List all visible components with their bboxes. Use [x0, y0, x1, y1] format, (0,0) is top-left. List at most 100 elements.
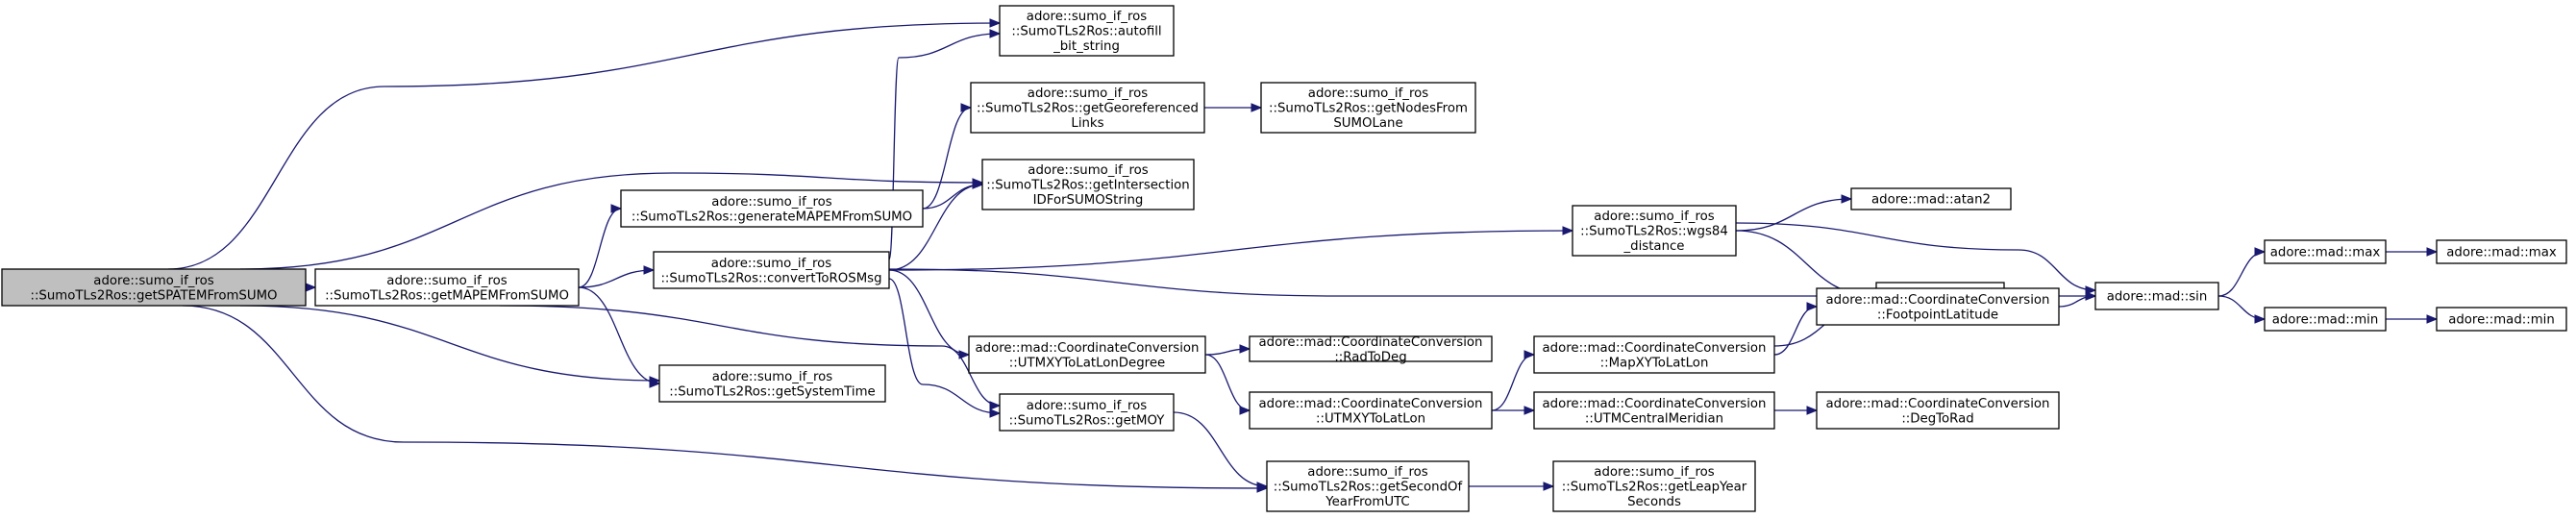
node-autofill-bit-string[interactable]: adore::sumo_if_ros::SumoTLs2Ros::autofil… — [999, 5, 1175, 57]
node-footpointlatitude[interactable]: adore::mad::CoordinateConversion::Footpo… — [1816, 287, 2060, 326]
node-getmoy[interactable]: adore::sumo_if_ros::SumoTLs2Ros::getMOY — [999, 393, 1175, 432]
node-label-line: adore::mad::CoordinateConversion — [1826, 293, 2050, 308]
node-getnodesfromsumolane[interactable]: adore::sumo_if_ros::SumoTLs2Ros::getNode… — [1260, 82, 1476, 134]
edge-arrowhead — [960, 103, 973, 112]
edge-line — [1173, 411, 1268, 487]
edge-wgs84-distance-to-atan2 — [1735, 194, 1853, 232]
node-box — [1816, 287, 2060, 326]
edge-arrowhead — [1543, 482, 1555, 491]
node-label-line: ::SumoTLs2Ros::getMOY — [1009, 413, 1166, 428]
node-box — [1260, 82, 1476, 134]
edge-getmapemfromsumo-to-getmoy — [499, 305, 1002, 410]
edge-line — [888, 268, 1876, 297]
edge-utmcentralmeridian-to-degtorad — [1774, 406, 1819, 415]
edge-sin-to-max1 — [2217, 247, 2266, 297]
node-label-line: ::DegToRad — [1901, 411, 1973, 426]
node-getsecondofyearfromutc[interactable]: adore::sumo_if_ros::SumoTLs2Ros::getSeco… — [1266, 460, 1470, 512]
node-min1[interactable]: adore::mad::min — [2264, 307, 2387, 332]
node-label-line: ::SumoTLs2Ros::autofill — [1011, 25, 1161, 39]
node-box — [999, 5, 1175, 57]
edge-getmapemfromsumo-to-converttorosmsg — [578, 265, 656, 288]
node-label-line: ::RadToDeg — [1334, 350, 1406, 364]
edge-arrowhead — [1806, 302, 1819, 311]
node-box — [314, 268, 580, 307]
node-max1[interactable]: adore::mad::max — [2264, 239, 2387, 264]
node-label-line: ::SumoTLs2Ros::getLeapYear — [1562, 481, 1747, 495]
node-label-line: YearFromUTC — [1325, 495, 1409, 509]
edge-utmxytolatlon-to-utmcentralmeridian — [1492, 406, 1536, 415]
edge-arrowhead — [2254, 314, 2266, 324]
edge-arrowhead — [305, 283, 317, 292]
node-label-line: adore::mad::CoordinateConversion — [976, 341, 1200, 356]
node-radtodeg[interactable]: adore::mad::CoordinateConversion::RadToD… — [1249, 335, 1493, 365]
edge-arrowhead — [989, 401, 1002, 410]
node-wgs84-distance[interactable]: adore::sumo_if_ros::SumoTLs2Ros::wgs84_d… — [1572, 205, 1737, 257]
edge-utmxytolatlondegree-to-radtodeg — [1204, 344, 1251, 356]
node-box — [1850, 187, 2012, 210]
edge-line — [922, 107, 972, 210]
node-converttorosmsg[interactable]: adore::sumo_if_ros::SumoTLs2Ros::convert… — [653, 251, 890, 289]
node-mapxytolatlon[interactable]: adore::mad::CoordinateConversion::MapXYT… — [1533, 335, 1775, 374]
node-box — [1249, 335, 1493, 362]
edge-arrowhead — [2426, 314, 2439, 324]
node-utmxytolatlondegree[interactable]: adore::mad::CoordinateConversion::UTMXYT… — [968, 335, 1206, 374]
edge-arrowhead — [989, 408, 1002, 418]
node-label-line: adore::mad::CoordinateConversion — [1826, 397, 2050, 411]
node-box — [968, 335, 1206, 374]
node-label-line: Links — [1071, 116, 1103, 131]
edge-converttorosmsg-to-utmxytolatlondegree — [888, 269, 971, 359]
node-label-line: ::SumoTLs2Ros::getNodesFrom — [1269, 102, 1468, 116]
node-getmapemfromsumo[interactable]: adore::sumo_if_ros::SumoTLs2Ros::getMAPE… — [314, 268, 580, 307]
edge-line — [2217, 295, 2266, 320]
node-box — [981, 159, 1195, 210]
node-label-line: ::SumoTLs2Ros::generateMAPEMFromSUMO — [632, 210, 912, 224]
edge-arrowhead — [2254, 247, 2266, 257]
edge-line — [1491, 354, 1535, 411]
node-box — [1266, 460, 1470, 512]
node-getleapyearseconds[interactable]: adore::sumo_if_ros::SumoTLs2Ros::getLeap… — [1552, 460, 1756, 512]
node-max2[interactable]: adore::mad::max — [2436, 239, 2567, 264]
node-box — [2436, 307, 2567, 332]
edge-line — [888, 184, 983, 271]
node-getspatemfromsumo[interactable]: adore::sumo_if_ros::SumoTLs2Ros::getSPAT… — [1, 268, 307, 307]
node-label-line: ::FootpointLatitude — [1877, 308, 1998, 322]
node-utmxytolatlon[interactable]: adore::mad::CoordinateConversion::UTMXYT… — [1249, 391, 1493, 430]
node-utmcentralmeridian[interactable]: adore::mad::CoordinateConversion::UTMCen… — [1533, 391, 1775, 430]
node-label-line: adore::mad::min — [2448, 313, 2555, 328]
edge-getmapemfromsumo-to-generatemapemfromsumo — [578, 204, 623, 288]
node-box — [1, 268, 307, 307]
node-getintersectionidforsumostring[interactable]: adore::sumo_if_ros::SumoTLs2Ros::getInte… — [981, 159, 1195, 210]
edge-arrowhead — [958, 350, 971, 359]
edge-footpointlatitude-to-sin — [2058, 291, 2097, 308]
node-box — [658, 364, 886, 403]
edge-line — [239, 172, 983, 270]
node-generatemapemfromsumo[interactable]: adore::sumo_if_ros::SumoTLs2Ros::generat… — [620, 189, 924, 228]
edge-line — [888, 230, 1573, 271]
node-degtorad[interactable]: adore::mad::CoordinateConversion::DegToR… — [1816, 391, 2060, 430]
node-label-line: adore::sumo_if_ros — [1028, 86, 1148, 101]
edge-arrowhead — [1239, 344, 1251, 354]
node-box — [653, 251, 890, 289]
edge-max1-to-max2 — [2386, 247, 2439, 257]
edge-line — [888, 278, 1001, 414]
edge-arrowhead — [1251, 103, 1263, 112]
node-label-line: adore::sumo_if_ros — [712, 370, 832, 384]
node-label-line: adore::mad::CoordinateConversion — [1543, 397, 1767, 411]
node-label-line: adore::sumo_if_ros — [1027, 10, 1147, 24]
node-box — [1249, 391, 1493, 430]
edge-converttorosmsg-to-cos — [888, 268, 1878, 301]
node-atan2[interactable]: adore::mad::atan2 — [1850, 187, 2012, 210]
node-min2[interactable]: adore::mad::min — [2436, 307, 2567, 332]
node-box — [2436, 239, 2567, 264]
node-box — [1552, 460, 1756, 512]
edge-arrowhead — [989, 18, 1002, 28]
node-box — [1533, 391, 1775, 430]
node-label-line: ::SumoTLs2Ros::wgs84 — [1580, 225, 1728, 239]
node-sin[interactable]: adore::mad::sin — [2094, 282, 2219, 310]
node-box — [1572, 205, 1737, 257]
node-box — [620, 189, 924, 228]
node-getgeoreferencedlinks[interactable]: adore::sumo_if_ros::SumoTLs2Ros::getGeor… — [970, 82, 1205, 134]
node-getsystemtime[interactable]: adore::sumo_if_ros::SumoTLs2Ros::getSyst… — [658, 364, 886, 403]
nodes-layer: adore::sumo_if_ros::SumoTLs2Ros::getSPAT… — [1, 5, 2567, 512]
